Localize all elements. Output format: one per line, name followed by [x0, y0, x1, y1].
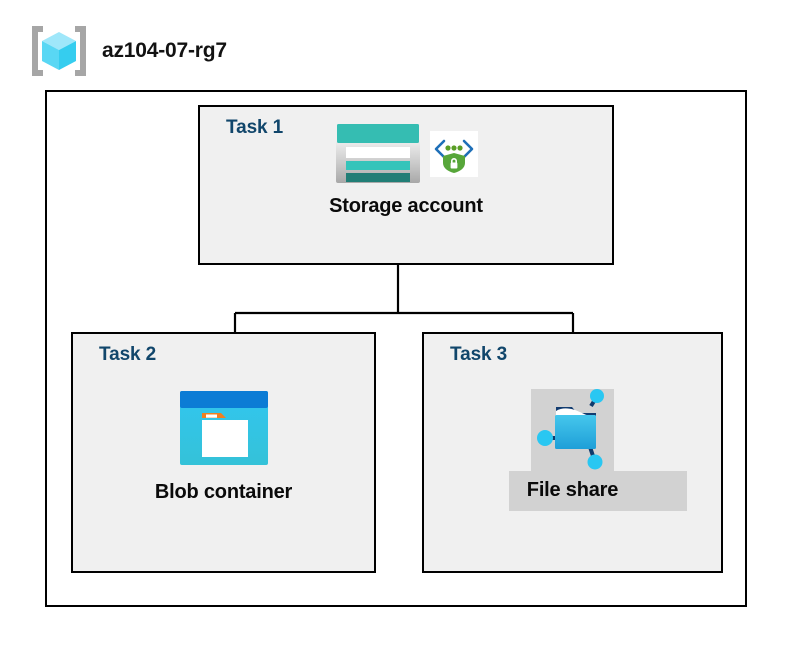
storage-account-icon: [334, 123, 422, 185]
task-1-label: Task 1: [226, 117, 284, 138]
node-storage-account[interactable]: Storage account: [200, 123, 612, 218]
file-share-caption-backdrop: [509, 471, 687, 511]
task-box-3[interactable]: Task 3: [422, 332, 723, 573]
storage-account-caption: Storage account: [329, 195, 483, 217]
resource-group-cube-icon: [30, 24, 88, 78]
task-box-2[interactable]: Task 2 Blob container: [71, 332, 376, 573]
file-share-caption: File share: [526, 479, 619, 501]
task-3-label: Task 3: [450, 344, 508, 365]
blob-container-icon: [178, 389, 270, 481]
blob-container-caption: Blob container: [154, 481, 293, 503]
task-box-1[interactable]: Task 1: [198, 105, 614, 265]
task-2-label: Task 2: [99, 344, 157, 365]
resource-group-title: az104-07-rg7: [102, 39, 227, 62]
resource-group-header: az104-07-rg7: [30, 24, 227, 78]
node-file-share[interactable]: File share: [424, 382, 721, 562]
storage-account-icon-group: [334, 123, 478, 185]
node-blob-container[interactable]: Blob container: [73, 389, 374, 504]
secure-endpoint-shield-icon: [430, 123, 478, 177]
